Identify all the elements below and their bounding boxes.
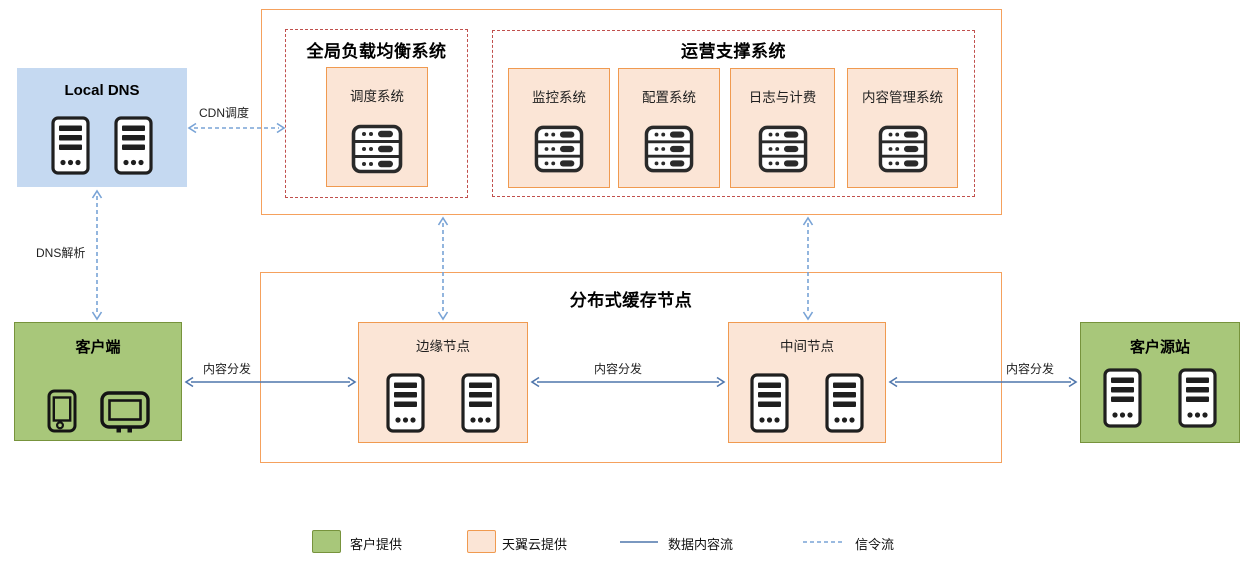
config-system-box: 配置系统 (618, 68, 720, 188)
middle-node-label: 中间节点 (780, 339, 834, 354)
legend-cloud-swatch (467, 530, 496, 553)
client-box: 客户端 (14, 322, 182, 441)
monitor-icon (99, 391, 150, 433)
middle-node-box: 中间节点 (728, 322, 886, 443)
legend-data-flow-label: 数据内容流 (668, 537, 734, 552)
server-tower-icon (461, 373, 500, 433)
content-mgmt-box: 内容管理系统 (847, 68, 958, 188)
legend-customer-label: 客户提供 (350, 537, 403, 552)
content-distribution-label: 内容分发 (1006, 362, 1055, 376)
server-rack-icon (758, 125, 808, 173)
server-rack-icon (351, 124, 403, 174)
legend-cloud-label: 天翼云提供 (502, 537, 568, 552)
legend-customer-swatch (312, 530, 341, 553)
server-tower-icon (825, 373, 864, 433)
server-rack-icon (878, 125, 928, 173)
server-tower-icon (114, 116, 153, 175)
gslb-group: 全局负载均衡系统 (285, 29, 468, 198)
server-tower-icon (51, 116, 90, 175)
log-billing-label: 日志与计费 (748, 90, 817, 105)
server-tower-icon (1103, 368, 1142, 428)
oss-group: 运营支撑系统 (492, 30, 975, 197)
smartphone-icon (47, 389, 77, 433)
edge-node-box: 边缘节点 (358, 322, 528, 443)
origin-box: 客户源站 (1080, 322, 1240, 443)
legend-signal-flow-label: 信令流 (855, 537, 895, 552)
monitoring-system-label: 监控系统 (532, 90, 586, 105)
log-billing-box: 日志与计费 (730, 68, 835, 188)
server-tower-icon (386, 373, 425, 433)
scheduler-label: 调度系统 (350, 89, 404, 104)
local-dns-box: Local DNS (17, 68, 187, 187)
config-system-label: 配置系统 (642, 90, 696, 105)
content-mgmt-label: 内容管理系统 (862, 90, 943, 105)
server-tower-icon (750, 373, 789, 433)
server-rack-icon (644, 125, 694, 173)
cache-container-title: 分布式缓存节点 (569, 291, 693, 310)
client-title: 客户端 (75, 339, 121, 356)
arrow-dns-resolution (91, 189, 103, 321)
server-tower-icon (1178, 368, 1217, 428)
oss-group-title: 运营支撑系统 (681, 42, 786, 61)
monitoring-system-box: 监控系统 (508, 68, 610, 188)
local-dns-title: Local DNS (64, 82, 140, 99)
dns-resolution-label: DNS解析 (36, 246, 86, 260)
gslb-group-title: 全局负载均衡系统 (306, 42, 447, 61)
cdn-scheduling-label: CDN调度 (199, 106, 249, 120)
content-distribution-label: 内容分发 (594, 362, 643, 376)
server-rack-icon (534, 125, 584, 173)
origin-title: 客户源站 (1129, 339, 1190, 356)
content-distribution-label: 内容分发 (203, 362, 252, 376)
scheduler-box: 调度系统 (326, 67, 428, 187)
edge-node-label: 边缘节点 (416, 339, 470, 354)
